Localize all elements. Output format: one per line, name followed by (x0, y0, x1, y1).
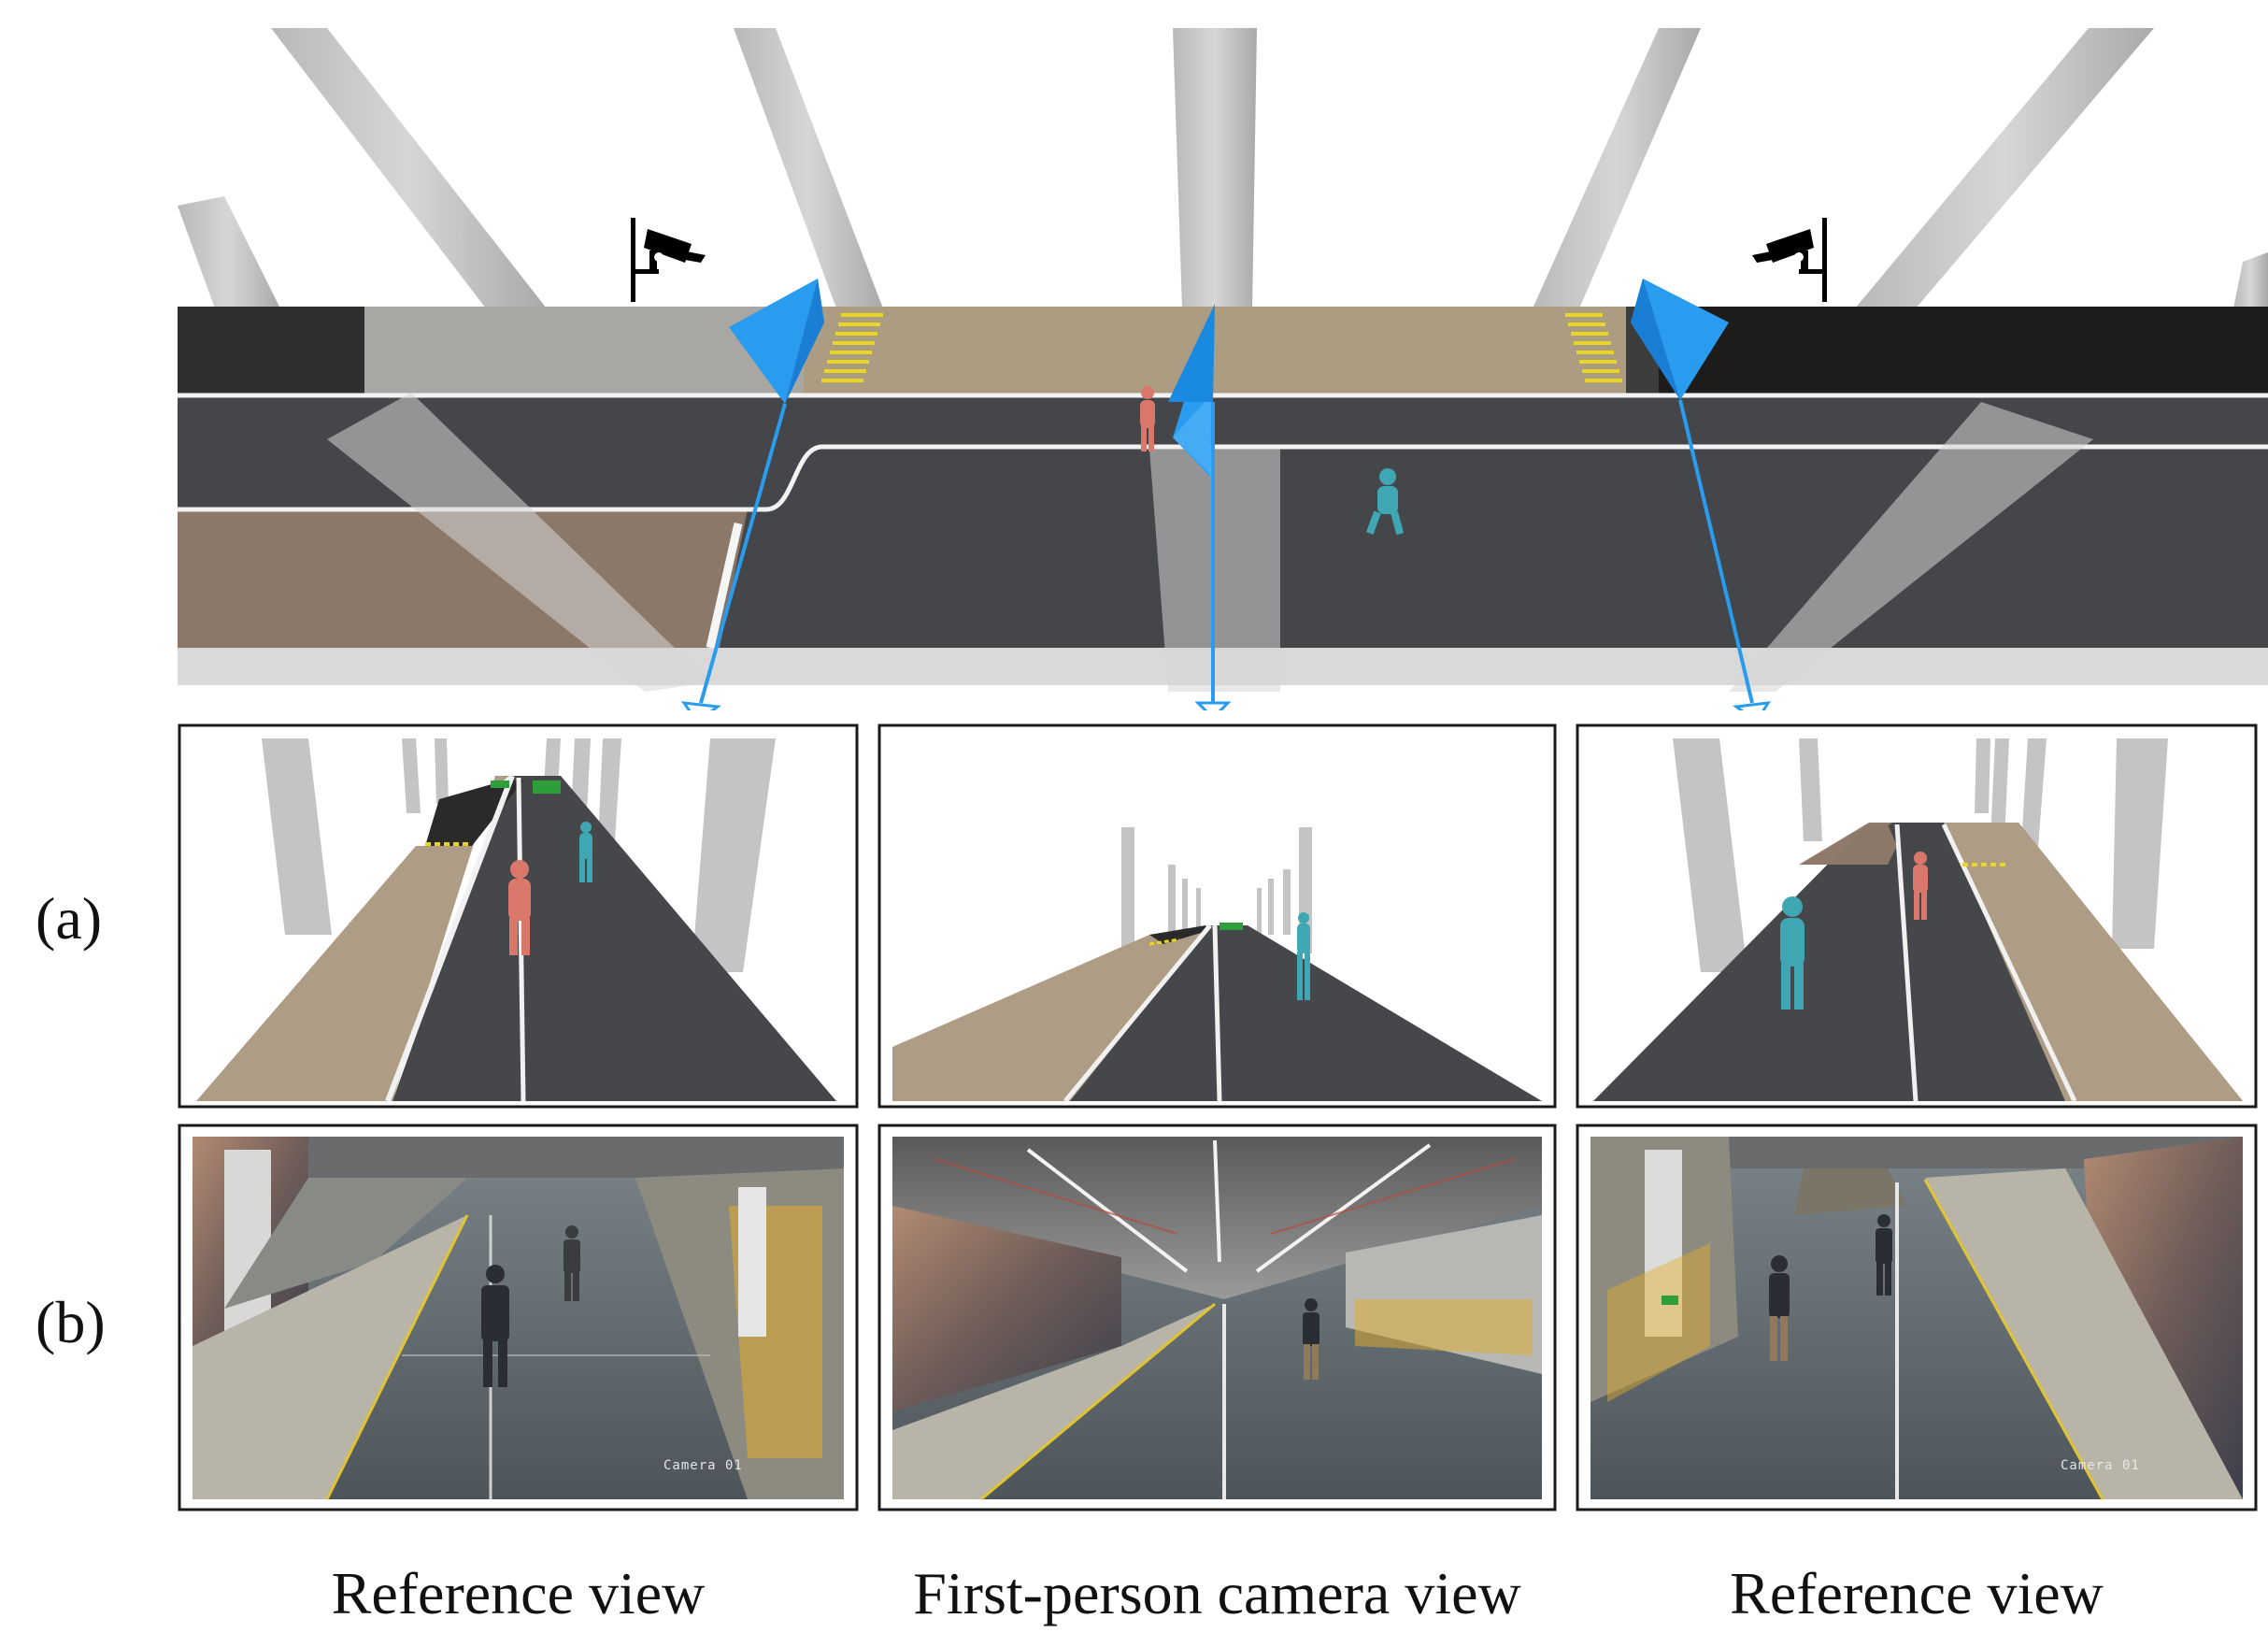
camera-overlay-b3: Camera 01 (2061, 1458, 2140, 1473)
row-label-a: (a) (36, 885, 103, 952)
crosswalk-left (821, 313, 883, 382)
photo-reference-view-left: Camera 01 (178, 1124, 859, 1511)
photo-reference-view-right: Camera 01 (1576, 1124, 2258, 1511)
rendered-first-person-view (877, 723, 1557, 1109)
cctv-camera-icon (631, 218, 706, 302)
pedestrian-red-a3 (1913, 852, 1928, 920)
cctv-camera-icon (1752, 218, 1827, 302)
view-arrows (680, 399, 1771, 710)
pedestrian-red-a1 (508, 860, 531, 955)
pedestrian-teal-a3 (1780, 896, 1804, 1010)
overhead-scene (178, 28, 2268, 710)
rendered-reference-view-right (1576, 723, 2258, 1109)
row-label-b: (b) (36, 1289, 106, 1355)
pedestrian-red-overhead (1140, 386, 1155, 451)
person-photo-b3-left (1769, 1255, 1790, 1361)
camera-overlay-b1: Camera 01 (663, 1458, 743, 1473)
person-photo-b3-right (1876, 1214, 1892, 1296)
pedestrian-teal-a2 (1297, 912, 1310, 1000)
person-photo-b2 (1303, 1298, 1319, 1380)
person-photo-b1 (481, 1265, 509, 1387)
rendered-reference-view-left (178, 723, 859, 1109)
pedestrian-teal-overhead (1366, 468, 1405, 536)
caption-reference-view-right: Reference view (1730, 1560, 2104, 1626)
caption-reference-view-left: Reference view (331, 1560, 706, 1626)
caption-first-person-view: First-person camera view (913, 1560, 1521, 1626)
view-frustum-icon (729, 279, 1729, 477)
photo-first-person-view (877, 1124, 1557, 1511)
pedestrian-teal-a1 (579, 822, 592, 882)
crosswalk-right (1565, 313, 1622, 382)
overhead-pillars (178, 28, 2268, 308)
